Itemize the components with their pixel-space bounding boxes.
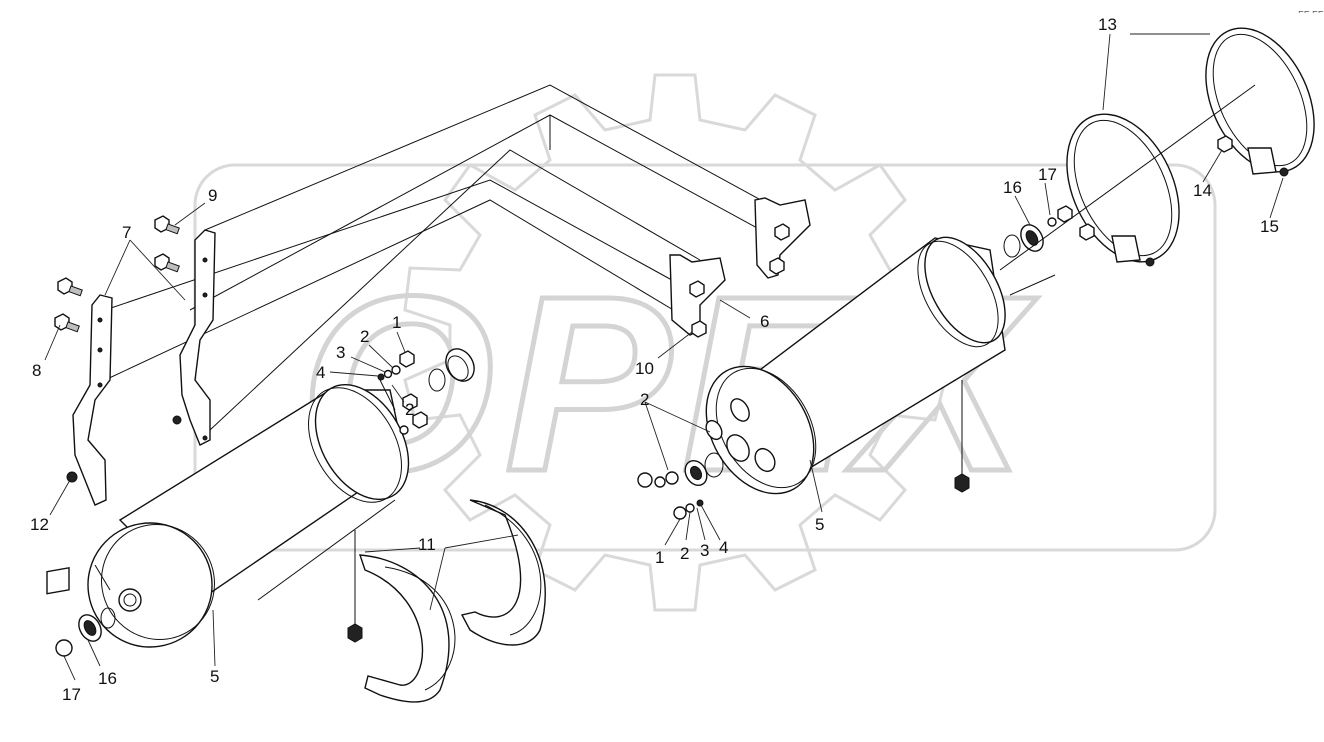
callout-part-16: 16	[98, 669, 117, 688]
nut-icon	[172, 415, 182, 425]
callout-part-2: 2	[680, 544, 689, 563]
callout-part-3: 3	[336, 343, 345, 362]
callout-part-16: 16	[1003, 178, 1022, 197]
callout-part-7: 7	[122, 223, 131, 242]
callout-part-15: 15	[1260, 217, 1279, 236]
callout-part-1: 1	[392, 313, 401, 332]
tank-straps-left	[358, 499, 546, 703]
callout-part-8: 8	[32, 361, 41, 380]
callout-labels: 1 2 3 4 2 5 7 8 9 11 12 16 17 6 10 2 1 2…	[30, 15, 1279, 704]
callout-part-4: 4	[719, 538, 728, 557]
left-tank-rear-fittings	[55, 607, 116, 657]
bracket-rear	[179, 229, 216, 446]
callout-part-17: 17	[1038, 165, 1057, 184]
bolt-icon	[154, 215, 180, 235]
callout-part-2: 2	[640, 390, 649, 409]
callout-part-13: 13	[1098, 15, 1117, 34]
callout-part-5: 5	[210, 667, 219, 686]
callout-part-6: 6	[760, 312, 769, 331]
callout-part-14: 14	[1193, 181, 1212, 200]
left-tank-fittings	[377, 348, 475, 435]
drain-valve-left	[347, 530, 363, 643]
callout-part-5: 5	[815, 515, 824, 534]
callout-leaders	[44, 33, 1284, 681]
drain-valve-right	[954, 380, 970, 493]
callout-part-4: 4	[316, 363, 325, 382]
right-tank-rear-fittings	[1003, 205, 1073, 258]
bolt-icon	[154, 253, 180, 273]
bolt-icon	[57, 277, 83, 297]
bracket-front	[72, 294, 113, 506]
right-air-tank	[705, 236, 1056, 495]
callout-part-10: 10	[635, 359, 654, 378]
callout-part-3: 3	[700, 541, 709, 560]
nut-icon	[66, 471, 78, 483]
callout-part-17: 17	[62, 685, 81, 704]
callout-part-9: 9	[208, 186, 217, 205]
right-tank-ports	[705, 398, 776, 473]
left-air-tank	[46, 384, 410, 648]
bolt-icon	[54, 313, 80, 333]
callout-part-12: 12	[30, 515, 49, 534]
callout-part-11: 11	[418, 535, 436, 554]
tank-clamps-right	[999, 27, 1315, 271]
callout-part-2: 2	[360, 327, 369, 346]
callout-part-1: 1	[655, 548, 664, 567]
bracket-leader-lines	[104, 84, 771, 431]
callout-part-2: 2	[405, 400, 414, 419]
mount-bolts-left	[54, 215, 182, 483]
right-mount-brackets	[669, 197, 811, 338]
left-mount-brackets	[72, 229, 216, 506]
corner-mark: ⌐⌐ ⌐⌐	[1298, 8, 1324, 16]
right-tank-fittings	[637, 452, 724, 520]
